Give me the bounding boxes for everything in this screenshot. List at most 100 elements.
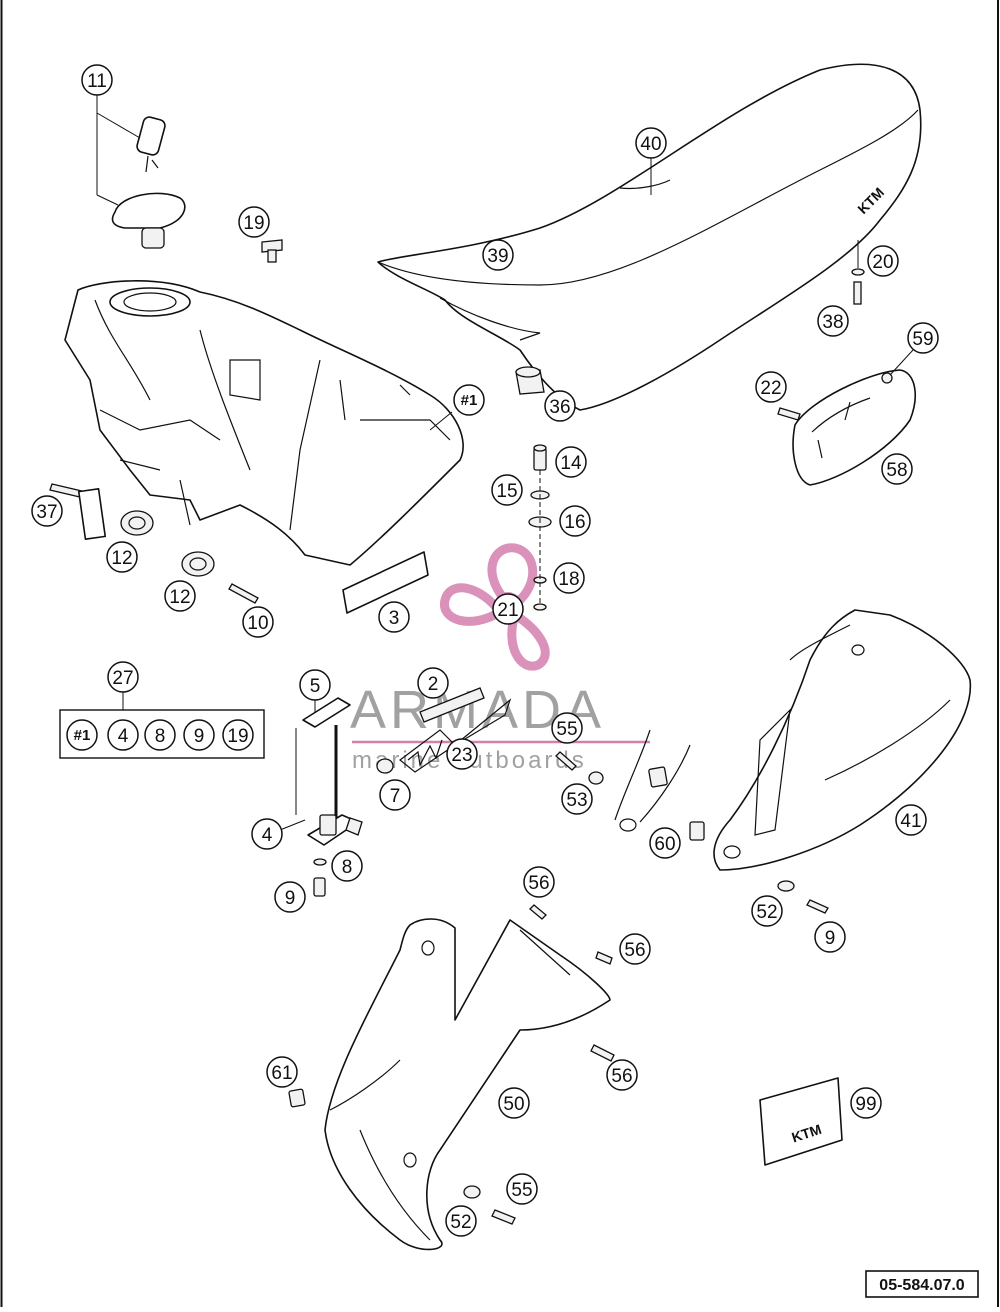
callout-label: 12 bbox=[111, 548, 132, 569]
grommet-12-upper bbox=[120, 510, 154, 536]
kit-item-2: 8 bbox=[144, 719, 176, 751]
callout-label: 21 bbox=[497, 600, 518, 621]
callout-label: 14 bbox=[560, 453, 582, 474]
decal-99: KTM bbox=[759, 1077, 843, 1166]
fuel-tank bbox=[64, 280, 464, 566]
callout-label: 22 bbox=[760, 378, 781, 399]
callout-label: 53 bbox=[566, 790, 587, 811]
stud-2 bbox=[419, 687, 485, 723]
callout-label: 38 bbox=[822, 312, 843, 333]
screw-56-mid bbox=[595, 951, 613, 965]
callout-label: 41 bbox=[900, 811, 921, 832]
callout-label: 55 bbox=[556, 719, 577, 740]
callout-label: 8 bbox=[155, 726, 166, 747]
callout-label: 52 bbox=[450, 1212, 471, 1233]
fuel-tap-4 bbox=[279, 697, 363, 846]
callout-label: 60 bbox=[654, 834, 675, 855]
callout-c19: 19 bbox=[238, 206, 270, 238]
callout-c9a: 9 bbox=[274, 881, 306, 913]
callout-c50: 50 bbox=[498, 1087, 530, 1119]
callout-c14: 14 bbox=[555, 446, 587, 478]
callout-c52a: 52 bbox=[751, 895, 783, 927]
callout-c21: 21 bbox=[492, 593, 524, 625]
callout-leaders bbox=[314, 158, 914, 712]
callout-label: 56 bbox=[624, 940, 645, 961]
speed-nut-60 bbox=[648, 766, 705, 841]
washer-8 bbox=[313, 858, 327, 866]
callout-c15: 15 bbox=[491, 474, 523, 506]
callout-label: #1 bbox=[461, 392, 478, 409]
callout-label: 56 bbox=[611, 1066, 632, 1087]
callout-c16: 16 bbox=[559, 505, 591, 537]
callout-label: 36 bbox=[549, 397, 570, 418]
fuel-cap-with-key bbox=[96, 95, 186, 249]
callout-label: 59 bbox=[912, 329, 933, 350]
callout-label: 2 bbox=[428, 674, 439, 695]
callout-label: #1 bbox=[74, 727, 91, 744]
callout-c56c: 56 bbox=[606, 1059, 638, 1091]
fastener-stack bbox=[528, 444, 552, 611]
callout-label: 5 bbox=[310, 676, 321, 697]
callout-c7: 7 bbox=[379, 779, 411, 811]
callout-label: 16 bbox=[564, 512, 585, 533]
callout-label: 50 bbox=[503, 1094, 524, 1115]
bolt-10 bbox=[228, 583, 259, 604]
screw-22 bbox=[777, 407, 801, 421]
callout-c2: 2 bbox=[417, 667, 449, 699]
callout-c56a: 56 bbox=[523, 866, 555, 898]
screw-38-washer-20 bbox=[851, 240, 865, 305]
callout-label: 52 bbox=[756, 902, 777, 923]
callout-label: 99 bbox=[855, 1094, 876, 1115]
washer-52-right bbox=[777, 880, 795, 892]
callout-c10: 10 bbox=[242, 606, 274, 638]
kit-item-1: 4 bbox=[107, 719, 139, 751]
callout-c99: 99 bbox=[850, 1087, 882, 1119]
callout-label: 15 bbox=[496, 481, 517, 502]
nut-53 bbox=[588, 771, 604, 785]
kit-item-3: 9 bbox=[183, 719, 215, 751]
diagram-reference: 05-584.07.0 bbox=[865, 1270, 979, 1298]
callout-label: 39 bbox=[487, 246, 508, 267]
callout-label: 8 bbox=[342, 857, 353, 878]
callout-c38: 38 bbox=[817, 305, 849, 337]
callout-cH1: #1 bbox=[453, 384, 485, 416]
washer-52-bottom bbox=[463, 1185, 481, 1199]
callout-label: 58 bbox=[886, 460, 907, 481]
callout-label: 56 bbox=[528, 873, 549, 894]
callout-c53: 53 bbox=[561, 783, 593, 815]
callout-label: 10 bbox=[247, 613, 268, 634]
hose-clamp-7 bbox=[376, 758, 394, 774]
callout-c36: 36 bbox=[544, 390, 576, 422]
callout-label: 11 bbox=[87, 71, 107, 92]
callout-label: 37 bbox=[36, 502, 57, 523]
kit-item-4: 19 bbox=[222, 719, 254, 751]
callout-c12b: 12 bbox=[164, 580, 196, 612]
tool-bag-58 bbox=[792, 369, 916, 486]
screw-9-right bbox=[806, 899, 829, 914]
callout-c39: 39 bbox=[482, 239, 514, 271]
callout-c37: 37 bbox=[31, 495, 63, 527]
bracket-frame bbox=[614, 729, 691, 832]
callout-label: 23 bbox=[451, 745, 472, 766]
callout-c18: 18 bbox=[553, 562, 585, 594]
callout-c61: 61 bbox=[266, 1056, 298, 1088]
callout-c11: 11 bbox=[81, 64, 113, 96]
callout-c12a: 12 bbox=[106, 541, 138, 573]
callout-label: 61 bbox=[271, 1063, 292, 1084]
callout-c23: 23 bbox=[446, 738, 478, 770]
callout-label: 19 bbox=[243, 213, 264, 234]
callout-c56b: 56 bbox=[619, 933, 651, 965]
callout-label: 19 bbox=[227, 726, 248, 747]
callout-c8: 8 bbox=[331, 850, 363, 882]
callout-c22: 22 bbox=[755, 371, 787, 403]
kit-item-0: #1 bbox=[66, 719, 98, 751]
callout-label: 7 bbox=[390, 786, 401, 807]
grommet-12-lower bbox=[181, 551, 215, 577]
screw-55-upper bbox=[555, 751, 577, 771]
callout-label: 12 bbox=[169, 587, 190, 608]
side-panel-50 bbox=[324, 918, 611, 1251]
nut-61 bbox=[288, 1088, 306, 1108]
diagram-reference-code: 05-584.07.0 bbox=[879, 1277, 965, 1294]
